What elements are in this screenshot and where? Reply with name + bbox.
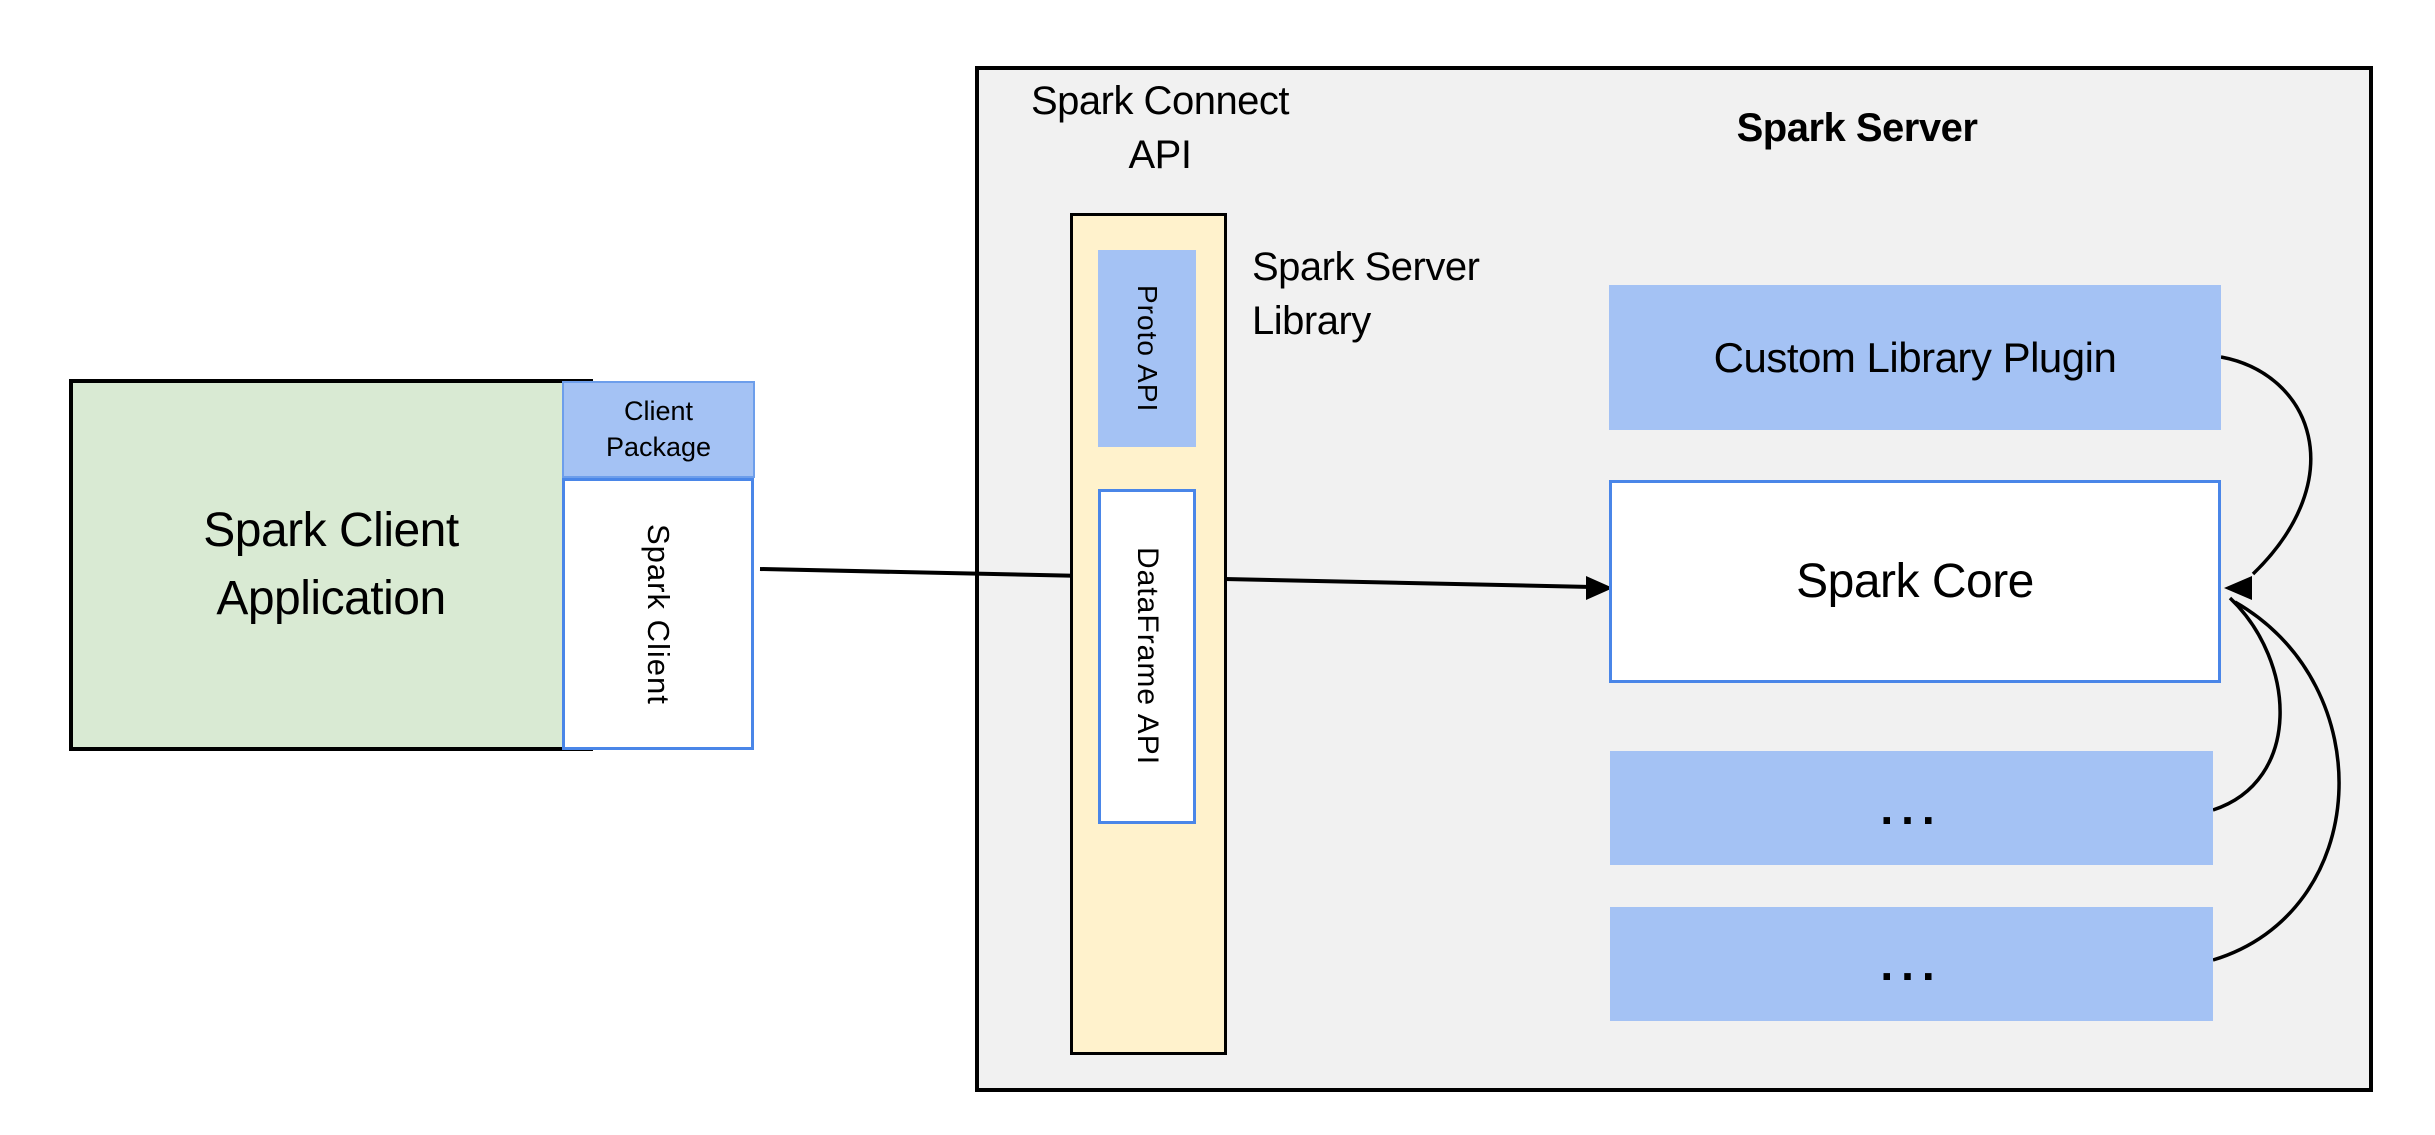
spark-client-application-label-line1: Spark Client bbox=[203, 503, 459, 557]
spark-connect-api-label: Spark Connect API bbox=[940, 74, 1380, 182]
client-package-box: Client Package bbox=[562, 381, 755, 478]
spark-server-library-label-line1: Spark Server bbox=[1252, 245, 1480, 289]
spark-client-label: Spark Client bbox=[641, 523, 676, 705]
proto-api-label: Proto API bbox=[1132, 284, 1163, 413]
spark-server-library-label: Spark Server Library bbox=[1252, 240, 1682, 348]
spark-server-title: Spark Server bbox=[1736, 106, 1978, 150]
spark-client-application-label-line2: Application bbox=[216, 572, 446, 625]
spark-server-library-label-line2: Library bbox=[1252, 299, 1371, 343]
spark-core-box: Spark Core bbox=[1609, 480, 2221, 683]
spark-client-application-box: Spark Client Application bbox=[69, 379, 593, 751]
spark-connect-api-label-line2: API bbox=[1128, 133, 1192, 177]
spark-connect-api-label-line1: Spark Connect bbox=[1030, 79, 1290, 123]
custom-library-plugin-box: Custom Library Plugin bbox=[1609, 285, 2221, 430]
extension-box-2: ... bbox=[1610, 907, 2213, 1021]
client-package-label-line2: Package bbox=[605, 431, 712, 462]
spark-client-application-label: Spark Client Application bbox=[203, 497, 459, 633]
proto-api-box: Proto API bbox=[1098, 250, 1196, 447]
client-package-label-line1: Client bbox=[623, 395, 694, 426]
dataframe-api-label: DataFrame API bbox=[1131, 547, 1164, 766]
dataframe-api-box: DataFrame API bbox=[1098, 489, 1196, 824]
extension-box-1: ... bbox=[1610, 751, 2213, 865]
spark-client-box: Spark Client bbox=[562, 478, 754, 750]
